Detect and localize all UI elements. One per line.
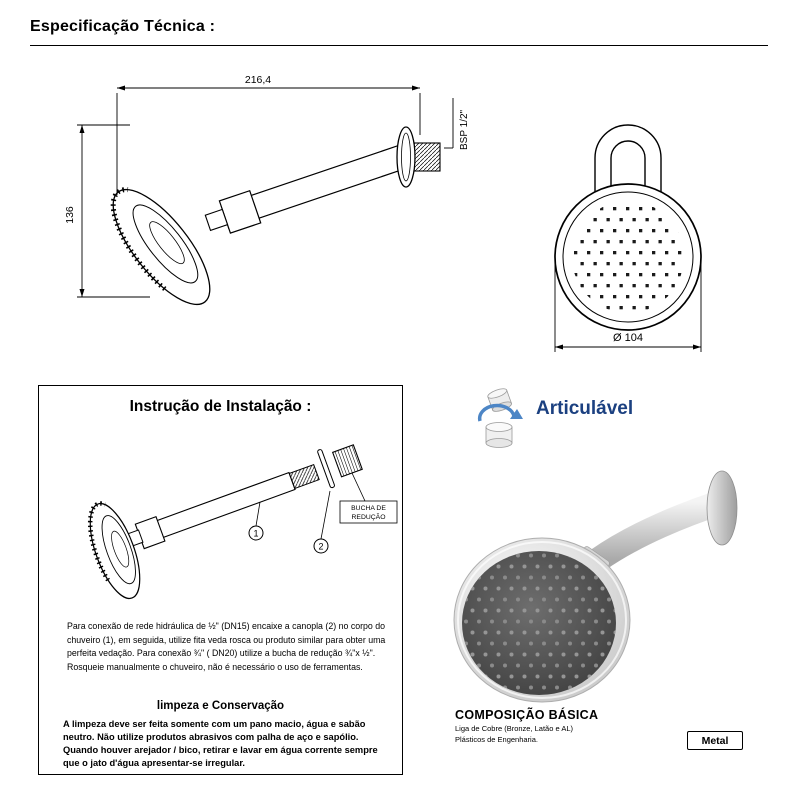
- page-title: Especificação Técnica :: [30, 18, 216, 35]
- composition-title: COMPOSIÇÃO BÁSICA: [455, 708, 599, 722]
- part-2-label: 2: [318, 542, 323, 552]
- height-dimension: [77, 124, 150, 298]
- installation-box: Instrução de Instalação :: [38, 385, 403, 775]
- part-2-callout: [313, 538, 329, 554]
- arm-collar: [218, 189, 262, 234]
- render-spray-nozzles: [462, 551, 616, 695]
- header-rule: [30, 45, 768, 46]
- arm-neck: [204, 208, 229, 232]
- wall-flange: [396, 126, 416, 188]
- installation-title: Instrução de Instalação :: [129, 398, 312, 415]
- articulation-icon: [477, 388, 523, 448]
- part-1-label: 1: [253, 529, 258, 539]
- bucha-reducao-part: [331, 444, 363, 478]
- exploded-head-disc: [87, 501, 141, 600]
- bucha-label-box: [339, 500, 398, 524]
- diameter-label: Ø 104: [613, 332, 643, 344]
- product-render: [453, 470, 738, 703]
- render-wall-flange: [706, 470, 738, 546]
- installation-instructions: Para conexão de rede hidráulica de ½" (D…: [67, 621, 386, 672]
- cleaning-title: limpeza e Conservação: [156, 700, 285, 712]
- mounting-bracket: [594, 124, 662, 201]
- thread-spec-label: BSP 1/2": [459, 109, 470, 150]
- material-badge: Metal: [687, 731, 743, 750]
- exploded-drawing: 1 2 BUCHA DE REDUÇÃO: [87, 444, 398, 600]
- render-arm: [585, 489, 735, 573]
- composition-block: COMPOSIÇÃO BÁSICA Liga de Cobre (Bronze,…: [455, 708, 635, 744]
- composition-line-2: Plásticos de Engenharia.: [455, 735, 538, 744]
- diameter-dimension: [554, 263, 702, 352]
- front-view-drawing: Ø 104: [554, 124, 702, 352]
- thread: [413, 142, 441, 172]
- cleaning-text: A limpeza deve ser feita somente com um …: [63, 719, 378, 768]
- bucha-label-line2: REDUÇÃO: [352, 512, 386, 521]
- height-dim-label: 136: [64, 206, 76, 224]
- width-dimension: [116, 87, 421, 195]
- composition-line-1: Liga de Cobre (Bronze, Latão e AL): [455, 724, 573, 733]
- articulable-label: Articulável: [536, 398, 634, 419]
- side-view-drawing: 216,4 136 BSP 1/2": [64, 74, 470, 306]
- canopla-washer: [317, 449, 335, 489]
- spray-nozzles: [572, 201, 684, 313]
- part-1-callout: [248, 525, 264, 541]
- arm-assembly: [125, 444, 363, 550]
- width-dim-label: 216,4: [245, 74, 271, 86]
- shower-head-disc: [110, 187, 211, 306]
- rotation-arrow: [477, 403, 516, 422]
- arm-thread: [288, 463, 320, 490]
- bucha-label-line1: BUCHA DE: [351, 505, 386, 512]
